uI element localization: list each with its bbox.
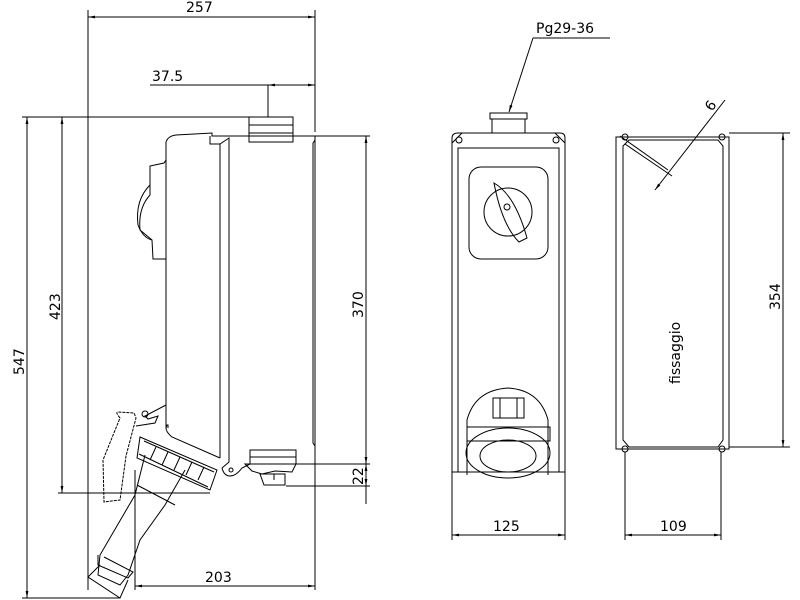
dim-370: 370	[351, 291, 367, 318]
dim-203: 203	[205, 570, 232, 586]
mounting-view: 6 fissaggio 354 109	[615, 98, 790, 540]
dim-22: 22	[351, 467, 367, 485]
dim-354: 354	[768, 283, 784, 310]
side-view: 257 37.5	[12, 0, 370, 599]
dim-125: 125	[493, 519, 520, 535]
dim-37-5: 37.5	[152, 69, 183, 85]
gland-label: Pg29-36	[536, 21, 594, 37]
dim-6: 6	[702, 98, 720, 115]
fixing-label: fissaggio	[668, 322, 684, 384]
dim-257: 257	[186, 0, 213, 16]
front-view: Pg29-36 125	[451, 21, 610, 540]
dim-547: 547	[12, 348, 28, 375]
dim-423: 423	[48, 293, 64, 320]
dim-109: 109	[660, 519, 687, 535]
